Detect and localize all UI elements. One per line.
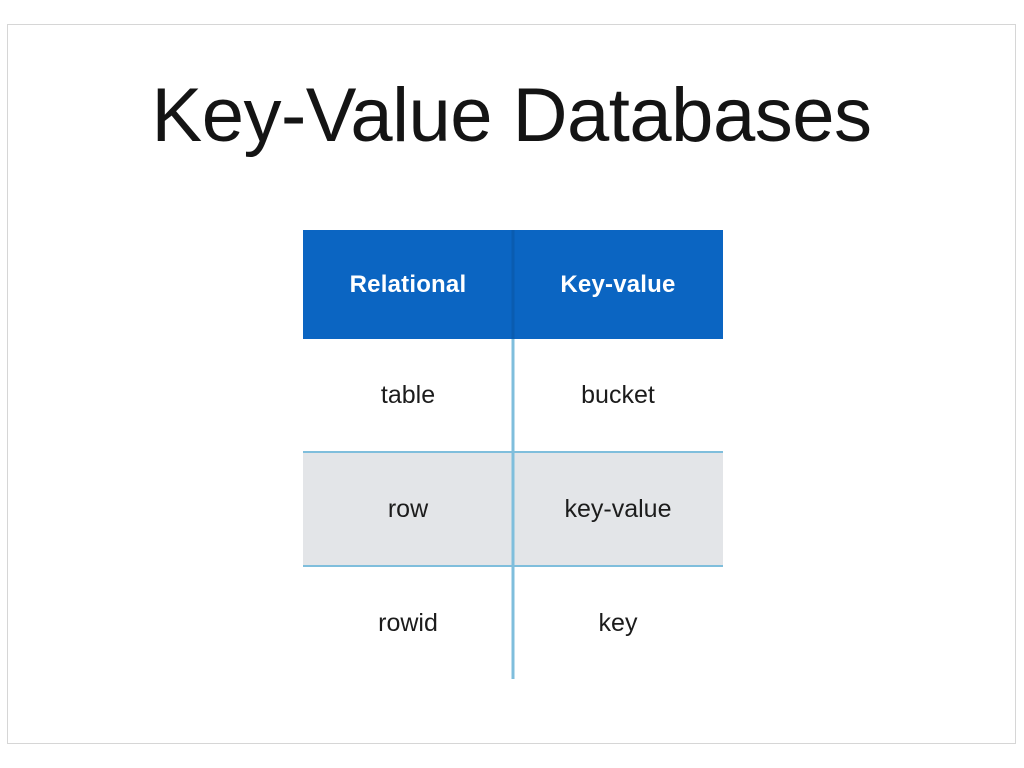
table-body: table bucket row key-value rowid key — [303, 339, 723, 679]
table-cell-keyvalue: key — [598, 608, 638, 637]
page-title: Key-Value Databases — [151, 73, 872, 158]
slide-canvas: Key-Value Databases Relational Key-value… — [7, 24, 1016, 744]
table-row: rowid key — [303, 567, 723, 679]
table-cell-keyvalue: bucket — [581, 380, 655, 409]
table-cell-relational: row — [387, 494, 429, 523]
comparison-table: Relational Key-value table bucket row ke… — [303, 230, 723, 679]
table-header-row: Relational Key-value — [303, 230, 723, 339]
table-cell-keyvalue: key-value — [564, 494, 672, 523]
table-row: row key-value — [303, 451, 723, 567]
table-cell-relational: table — [380, 380, 436, 409]
table-header-cell-relational: Relational — [349, 270, 467, 298]
table-grid: Relational Key-value table bucket row ke… — [303, 230, 723, 679]
table-header-cell-keyvalue: Key-value — [560, 270, 676, 298]
table-row: table bucket — [303, 339, 723, 451]
table-cell-relational: rowid — [378, 608, 438, 637]
